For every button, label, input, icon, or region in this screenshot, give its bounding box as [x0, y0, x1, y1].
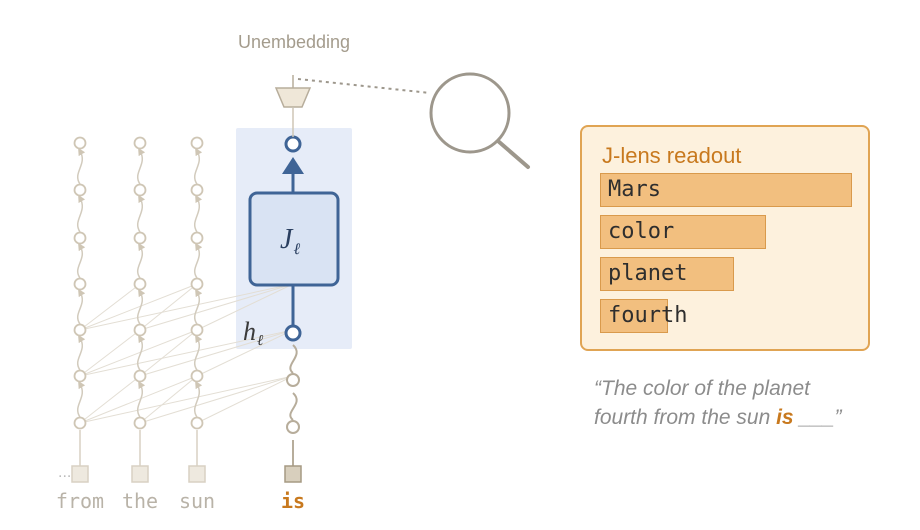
faded-node — [133, 277, 147, 291]
faded-squiggle — [137, 242, 146, 279]
attention-line — [139, 375, 198, 424]
readout-bar — [600, 215, 766, 249]
attention-line — [196, 329, 294, 377]
readout-label: Mars — [608, 177, 661, 202]
prompt-highlight-token: is — [776, 406, 794, 429]
active-node-2 — [286, 373, 300, 387]
faded-node — [190, 136, 204, 150]
jlens-arrowhead — [282, 157, 304, 174]
attention-line — [79, 375, 294, 424]
faded-squiggle — [137, 380, 146, 418]
readout-label: color — [608, 219, 675, 244]
faded-squiggle — [77, 194, 86, 233]
faded-squiggle — [194, 288, 203, 325]
faded-squiggle — [77, 288, 86, 325]
faded-squiggle — [77, 242, 86, 279]
faded-squiggle — [194, 194, 203, 233]
magnifier-handle-icon — [496, 139, 530, 169]
token-square — [71, 465, 89, 483]
unembedding-label: Unembedding — [238, 32, 350, 52]
faded-node — [73, 136, 87, 150]
faded-node — [133, 416, 147, 430]
faded-squiggle — [77, 334, 86, 371]
output-node — [284, 135, 302, 153]
attention-line — [139, 329, 294, 377]
prompt-line-1: “The color of the planet — [594, 377, 810, 400]
jlens-operator-label: Jℓ — [280, 224, 300, 258]
faded-node — [190, 323, 204, 337]
attention-line — [196, 375, 294, 424]
faded-node — [190, 416, 204, 430]
faded-squiggle — [194, 147, 203, 185]
hidden-state-node — [284, 324, 302, 342]
faded-node — [190, 231, 204, 245]
token-label: from — [56, 489, 104, 513]
attention-line — [139, 329, 198, 377]
faded-node — [190, 183, 204, 197]
token-label: sun — [179, 489, 215, 513]
token-label: the — [122, 489, 158, 513]
faded-squiggle — [194, 334, 203, 371]
jlens-operator-box — [248, 191, 340, 287]
jlens-readout-panel: J-lens readout Mars color planet fourth — [580, 125, 870, 351]
hidden-state-label: hℓ — [243, 317, 263, 349]
faded-node — [190, 277, 204, 291]
attention-line — [79, 283, 141, 331]
attention-line — [139, 283, 198, 331]
faded-node — [73, 231, 87, 245]
unembedding-icon — [274, 87, 312, 108]
attention-line — [139, 283, 294, 331]
faded-node — [133, 231, 147, 245]
faded-node — [133, 183, 147, 197]
attention-line — [79, 375, 198, 424]
faded-node — [73, 369, 87, 383]
magnifier-lens-icon — [429, 72, 511, 154]
faded-squiggle — [137, 147, 146, 185]
faded-squiggle — [137, 288, 146, 325]
faded-squiggle — [194, 242, 203, 279]
faded-node — [133, 369, 147, 383]
prompt-quote: “The color of the planet fourth from the … — [594, 374, 914, 432]
token-label: is — [281, 489, 305, 513]
readout-label: planet — [608, 261, 688, 286]
faded-squiggle — [77, 147, 86, 185]
token-square — [131, 465, 149, 483]
readout-label: fourth — [608, 303, 688, 328]
magnifier-dotted-line — [297, 78, 431, 94]
attention-line — [139, 375, 294, 424]
attention-line — [79, 329, 198, 377]
prompt-blank: ___” — [793, 406, 842, 429]
faded-node — [73, 323, 87, 337]
faded-node — [73, 183, 87, 197]
token-square — [188, 465, 206, 483]
attention-line — [79, 283, 198, 331]
active-node-1 — [286, 420, 300, 434]
faded-squiggle — [77, 380, 86, 418]
faded-columns — [73, 136, 204, 467]
readout-bar — [600, 299, 668, 333]
prompt-line-2: fourth from the sun — [594, 406, 777, 429]
attention-lines — [79, 283, 294, 424]
faded-node — [133, 323, 147, 337]
faded-squiggle — [137, 334, 146, 371]
faded-node — [133, 136, 147, 150]
token-square — [284, 465, 302, 483]
token-ellipsis: ... — [58, 464, 71, 481]
faded-squiggle — [137, 194, 146, 233]
attention-line — [79, 329, 141, 377]
attention-line — [79, 283, 294, 331]
readout-title: J-lens readout — [602, 143, 742, 168]
faded-squiggle — [194, 380, 203, 418]
faded-node — [73, 416, 87, 430]
attention-line — [79, 329, 294, 377]
readout-bar — [600, 173, 852, 207]
readout-bar — [600, 257, 734, 291]
attention-line — [196, 283, 294, 331]
faded-node — [190, 369, 204, 383]
active-residual-stream — [289, 344, 298, 467]
faded-node — [73, 277, 87, 291]
attention-line — [79, 375, 141, 424]
